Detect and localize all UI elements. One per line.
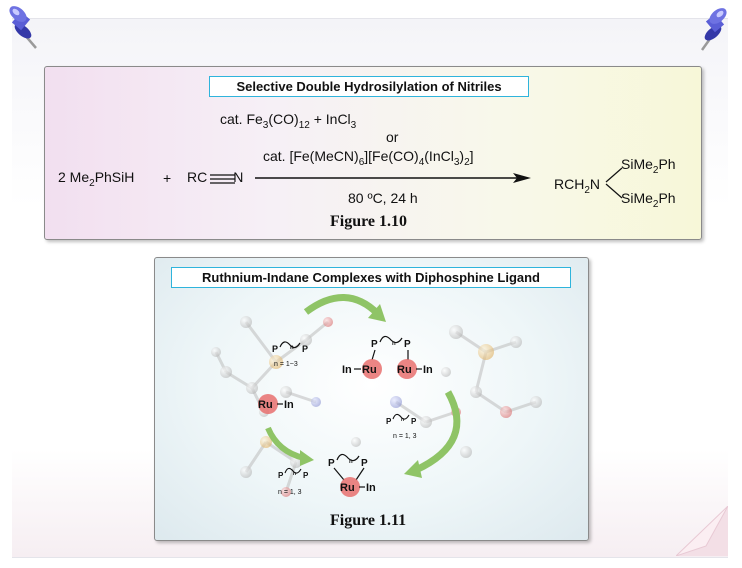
svg-text:P: P	[278, 471, 284, 480]
svg-text:P: P	[371, 339, 378, 350]
reaction-conditions: 80 ºC, 24 h	[348, 190, 418, 206]
svg-text:n: n	[290, 345, 294, 351]
ruthenium-label: Ru	[362, 364, 377, 376]
svg-text:In: In	[342, 364, 352, 376]
phosphorus-label: P	[272, 344, 278, 354]
svg-text:n: n	[401, 417, 404, 423]
svg-text:In: In	[366, 482, 376, 494]
svg-text:n = 1, 3: n = 1, 3	[393, 433, 417, 440]
figure-caption: Figure 1.11	[330, 512, 407, 529]
svg-text:n: n	[349, 459, 353, 465]
svg-text:P: P	[361, 458, 368, 469]
page-curl-decoration	[676, 506, 728, 556]
catalyst-line-2: cat. [Fe(MeCN)6][Fe(CO)4(InCl3)2]	[263, 148, 474, 168]
indium-label: In	[423, 364, 433, 376]
silane-reagent: 2 Me2PhSiH	[58, 169, 135, 189]
svg-text:P: P	[303, 471, 309, 480]
svg-text:P: P	[404, 339, 411, 350]
molecular-structures-image: P n P n = 1~3 P n P In Ru Ru In Ru In P …	[211, 294, 542, 497]
figure-caption: Figure 1.10	[330, 213, 408, 230]
catalyst-line-1: cat. Fe3(CO)12 + InCl3	[220, 111, 357, 131]
svg-text:n = 1, 3: n = 1, 3	[278, 489, 302, 496]
product-bonds-icon	[605, 167, 623, 199]
product-silyl-bottom: SiMe2Ph	[621, 190, 676, 210]
catalyst-or: or	[386, 129, 399, 145]
svg-text:n: n	[392, 341, 396, 347]
svg-text:P: P	[302, 344, 308, 354]
svg-text:In: In	[284, 399, 294, 411]
svg-text:P: P	[386, 417, 392, 426]
product-silyl-top: SiMe2Ph	[621, 156, 676, 176]
svg-text:Ru: Ru	[258, 399, 273, 411]
triple-bond-icon	[210, 174, 235, 184]
svg-text:P: P	[411, 417, 417, 426]
product-amine: RCH2N	[554, 176, 601, 196]
reaction-arrow-icon	[255, 173, 531, 183]
plus-sign: +	[163, 170, 172, 186]
svg-text:Ru: Ru	[340, 482, 355, 494]
n-range-label: n = 1~3	[274, 361, 298, 368]
svg-text:n: n	[293, 471, 296, 477]
complex-title: Ruthnium-Indane Complexes with Diphosphi…	[171, 267, 571, 288]
pushpin-icon	[700, 8, 727, 51]
reaction-title: Selective Double Hydrosilylation of Nitr…	[209, 76, 529, 97]
pushpin-icon	[9, 6, 37, 49]
svg-text:Ru: Ru	[397, 364, 412, 376]
svg-text:P: P	[328, 458, 335, 469]
